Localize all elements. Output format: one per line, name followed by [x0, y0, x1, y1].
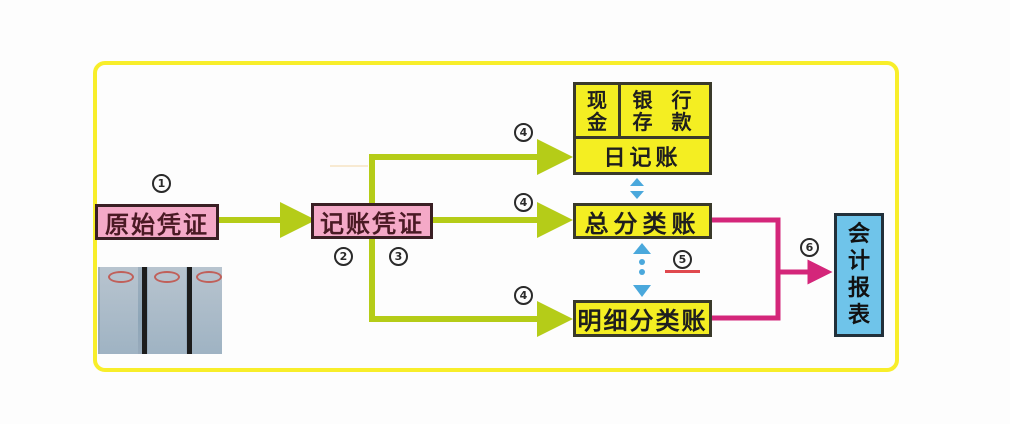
accounting-voucher-node: 记账凭证 [311, 203, 433, 239]
accounting-report-node: 会 计 报 表 [834, 213, 884, 337]
step-4-marker-journal: 4 [514, 123, 533, 142]
original-voucher-node: 原始凭证 [95, 204, 219, 240]
step-1-marker: 1 [152, 174, 171, 193]
report-char-3: 报 [847, 276, 870, 301]
report-char-2: 计 [847, 249, 870, 274]
step-2-marker: 2 [334, 247, 353, 266]
cash-char-1: 现 [587, 87, 607, 112]
step-6-marker: 6 [800, 238, 819, 257]
bank-deposit-cell: 银 行 存 款 [621, 85, 709, 139]
step-4-marker-subsidiary: 4 [514, 286, 533, 305]
step-5-marker: 5 [673, 250, 692, 269]
step-5-underline [665, 270, 700, 273]
step-3-marker: 3 [389, 247, 408, 266]
voucher-photo [98, 267, 222, 354]
general-ledger-node: 总分类账 [573, 203, 712, 239]
cash-char-2: 金 [587, 109, 607, 134]
report-char-1: 会 [847, 222, 870, 247]
bank-row-1: 银 行 [632, 87, 698, 112]
subsidiary-ledger-node: 明细分类账 [573, 300, 712, 337]
journal-label: 日记账 [603, 145, 682, 171]
journal-node: 现 金 银 行 存 款 日记账 [573, 82, 712, 175]
report-char-4: 表 [847, 303, 870, 328]
bank-row-2: 存 款 [632, 109, 698, 134]
cash-cell: 现 金 [576, 85, 621, 139]
step-4-marker-general: 4 [514, 193, 533, 212]
